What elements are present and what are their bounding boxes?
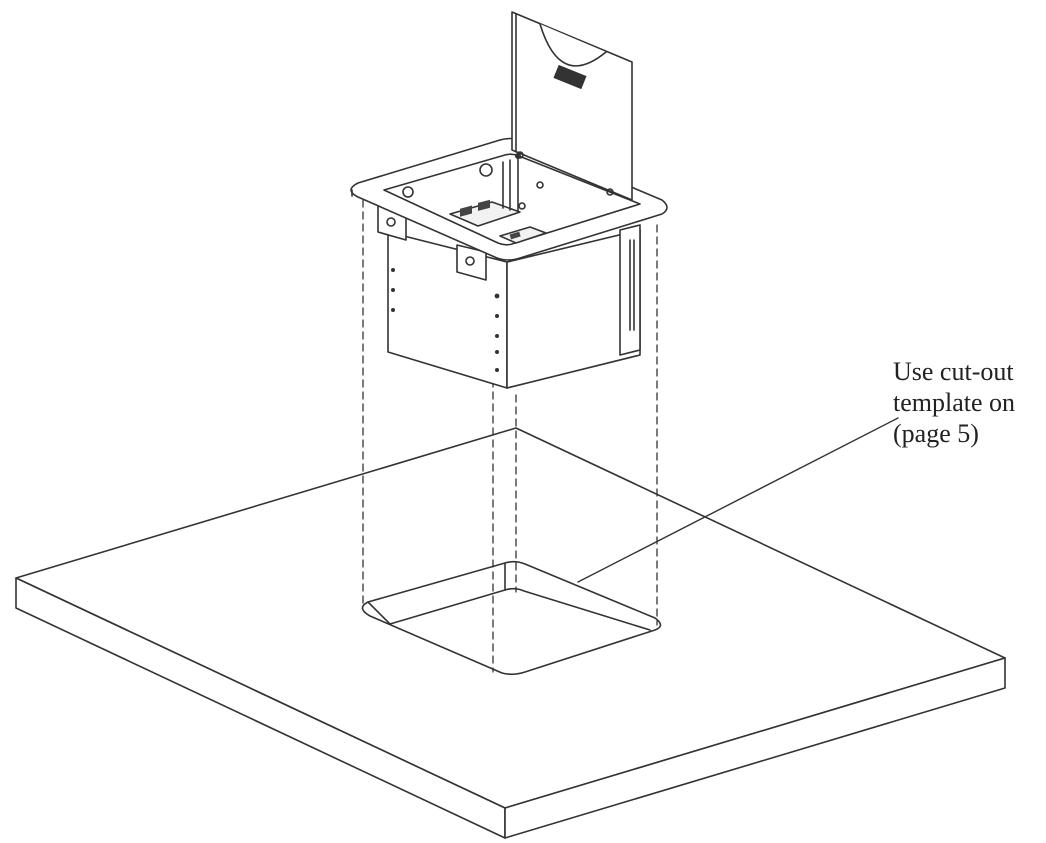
cutout-template-callout: Use cut-out template on (page 5) (893, 356, 1043, 449)
table-cutout (361, 560, 662, 676)
table-right-edge (504, 657, 1006, 839)
grommet-left (402, 186, 414, 198)
outlet-socket-2 (478, 199, 490, 211)
callout-line-3: (page 5) (893, 419, 979, 448)
lid-screw-2 (606, 188, 614, 196)
callout-line-2: template on (893, 388, 1016, 417)
lid-cable-notch (539, 23, 607, 67)
lid-hinge (502, 153, 521, 213)
floor-box (350, 11, 668, 389)
box-mounting-holes (391, 268, 500, 372)
cutout-outer-rim (361, 560, 662, 676)
lid-screw-1 (516, 151, 524, 159)
cutout-wall-left (367, 601, 391, 625)
flange-inner-edge (383, 153, 641, 246)
grommet-back (479, 163, 493, 177)
box-right-side (506, 229, 641, 389)
alignment-guides (362, 199, 658, 673)
lid-brand-label (553, 64, 587, 90)
callout-leader-line (577, 417, 899, 583)
callout-line-1: Use cut-out (893, 357, 1014, 386)
box-lid (511, 11, 633, 201)
outlet-socket-1 (460, 205, 472, 217)
